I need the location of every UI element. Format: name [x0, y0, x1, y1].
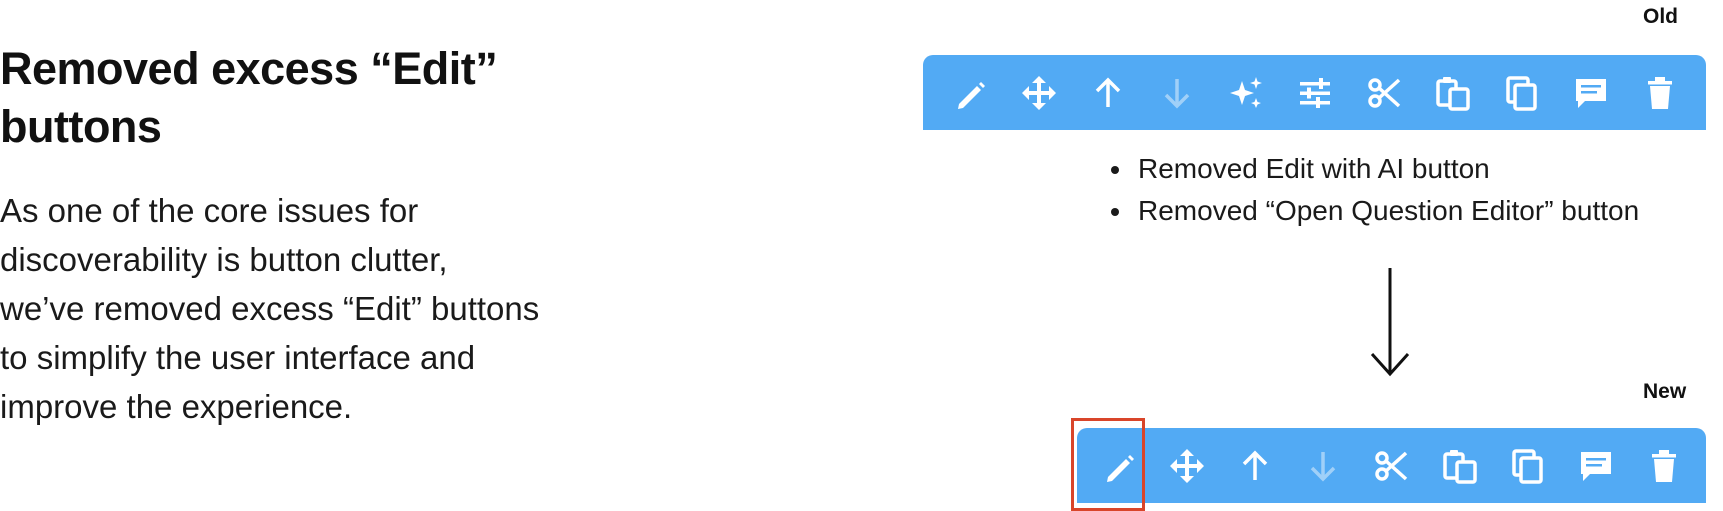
comment-icon [1575, 78, 1606, 108]
section-heading: Removed excess “Edit” buttons [0, 43, 498, 152]
section-description: As one of the core issues for discoverab… [0, 192, 540, 425]
scissors-button[interactable] [1365, 440, 1417, 492]
arrow-down-button[interactable] [1151, 67, 1203, 119]
move-icon [1170, 448, 1205, 483]
comment-button[interactable] [1570, 440, 1622, 492]
edit-button-highlight [1071, 418, 1145, 511]
arrow-up-button[interactable] [1229, 440, 1281, 492]
arrow-up-button[interactable] [1082, 67, 1134, 119]
scissors-icon [1367, 77, 1400, 108]
old-toolbar [923, 55, 1706, 130]
arrow-down-icon [1164, 78, 1189, 108]
note-item: Removed Edit with AI button [1134, 148, 1639, 190]
copy-button[interactable] [1496, 67, 1548, 119]
pencil-button[interactable] [1093, 440, 1145, 492]
note-item: Removed “Open Question Editor” button [1134, 190, 1639, 232]
paste-button[interactable] [1427, 67, 1479, 119]
copy-icon [1505, 75, 1537, 111]
arrow-down-icon [1311, 451, 1336, 481]
comment-button[interactable] [1565, 67, 1617, 119]
trash-button[interactable] [1634, 67, 1686, 119]
move-button[interactable] [1013, 67, 1065, 119]
down-arrow-icon [1370, 268, 1410, 378]
copy-icon [1511, 448, 1543, 484]
trash-button[interactable] [1638, 440, 1690, 492]
move-button[interactable] [1161, 440, 1213, 492]
trash-icon [1647, 76, 1672, 109]
new-toolbar [1077, 428, 1706, 503]
old-label: Old [1643, 5, 1678, 28]
comment-icon [1580, 451, 1611, 481]
pencil-button[interactable] [944, 67, 996, 119]
move-icon [1021, 75, 1056, 110]
new-label: New [1643, 380, 1687, 403]
pencil-icon [1107, 454, 1135, 482]
sliders-icon [1299, 77, 1330, 108]
sparkle-icon [1229, 76, 1262, 108]
scissors-icon [1375, 450, 1408, 481]
sliders-button[interactable] [1289, 67, 1341, 119]
arrow-up-icon [1095, 77, 1120, 107]
change-notes: Removed Edit with AI button Removed “Ope… [1108, 148, 1639, 232]
arrow-up-icon [1243, 450, 1268, 480]
trash-icon [1651, 449, 1676, 482]
paste-icon [1442, 449, 1477, 484]
paste-icon [1435, 76, 1470, 111]
arrow-down-button[interactable] [1297, 440, 1349, 492]
scissors-button[interactable] [1358, 67, 1410, 119]
paste-button[interactable] [1434, 440, 1486, 492]
pencil-icon [957, 81, 985, 109]
copy-button[interactable] [1502, 440, 1554, 492]
sparkle-button[interactable] [1220, 67, 1272, 119]
